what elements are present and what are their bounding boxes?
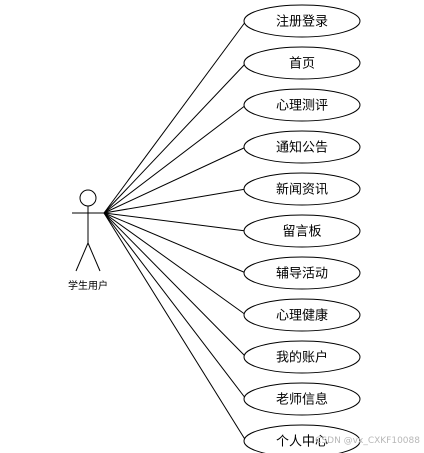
use-case-label: 心理测评	[276, 99, 328, 114]
actor-right-leg	[87, 242, 101, 272]
watermark: CSDN @vx_CXKF10088	[315, 436, 420, 446]
association-line	[103, 20, 247, 214]
use-case-label: 留言板	[282, 225, 321, 240]
use-case: 个人中心	[243, 424, 361, 453]
use-case: 新闻资讯	[243, 172, 361, 206]
association-line	[103, 212, 247, 400]
use-case-ellipse	[243, 46, 361, 80]
association-line	[103, 104, 247, 214]
use-case-ellipse	[243, 88, 361, 122]
use-case: 首页	[243, 46, 361, 80]
actor-left-leg	[75, 242, 89, 272]
use-case: 心理测评	[243, 88, 361, 122]
use-cases: 注册登录首页心理测评通知公告新闻资讯留言板辅导活动心理健康我的账户老师信息个人中…	[243, 4, 361, 453]
use-case-ellipse	[243, 256, 361, 290]
use-case-label: 我的账户	[276, 350, 328, 366]
use-case-ellipse	[243, 214, 361, 248]
use-case: 留言板	[243, 214, 361, 248]
use-case-ellipse	[243, 130, 361, 164]
use-case: 注册登录	[243, 4, 361, 38]
use-case-ellipse	[243, 298, 361, 332]
association-line	[103, 212, 247, 274]
use-case-label: 心理健康	[276, 308, 328, 324]
use-case-ellipse	[243, 382, 361, 416]
use-case-ellipse	[243, 424, 361, 453]
use-case-label: 首页	[289, 57, 315, 72]
actor-label: 学生用户	[68, 279, 108, 292]
use-case: 老师信息	[243, 382, 361, 416]
use-case-label: 老师信息	[276, 392, 328, 408]
association-line	[103, 188, 247, 214]
use-case: 通知公告	[243, 130, 361, 164]
use-case-ellipse	[243, 172, 361, 206]
actor-student-user: 学生用户	[68, 189, 108, 292]
association-line	[103, 212, 247, 316]
association-lines	[103, 20, 247, 442]
use-case: 我的账户	[243, 340, 361, 374]
association-line	[103, 212, 247, 358]
use-case-ellipse	[243, 340, 361, 374]
use-case: 辅导活动	[243, 256, 361, 290]
actor-head	[79, 189, 97, 207]
use-case-label: 个人中心	[276, 435, 328, 450]
use-case-label: 新闻资讯	[276, 182, 328, 198]
use-case-ellipse	[243, 4, 361, 38]
use-case-label: 辅导活动	[276, 267, 328, 282]
association-line	[103, 212, 247, 232]
use-case-label: 通知公告	[276, 140, 328, 156]
use-case: 心理健康	[243, 298, 361, 332]
association-line	[103, 212, 247, 442]
use-case-label: 注册登录	[276, 15, 328, 30]
association-line	[103, 146, 247, 214]
association-line	[103, 62, 247, 214]
